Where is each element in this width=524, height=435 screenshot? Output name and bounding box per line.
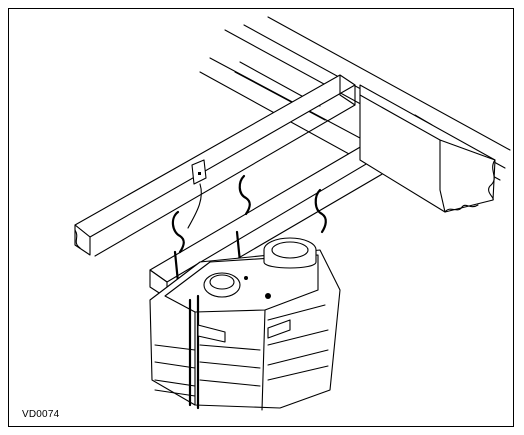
ventilation-unit xyxy=(149,237,341,411)
figure-frame xyxy=(8,8,514,427)
hanging-springs xyxy=(171,174,327,284)
joist-ends xyxy=(359,84,496,213)
figure-code: VD0074 xyxy=(22,409,60,420)
electrical-box xyxy=(187,159,207,229)
front-beam xyxy=(74,74,356,257)
